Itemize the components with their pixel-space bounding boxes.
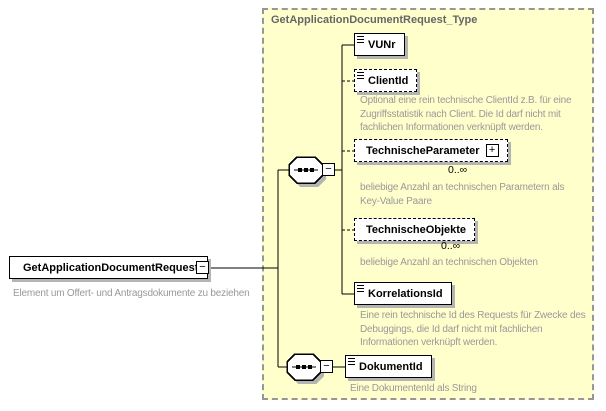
text-lines-icon xyxy=(357,72,364,80)
collapse-icon[interactable]: − xyxy=(196,261,209,274)
text-lines-icon xyxy=(348,358,355,366)
text-lines-icon xyxy=(357,285,364,293)
element-name: VUNr xyxy=(368,38,396,51)
element-name: DokumentId xyxy=(359,360,423,373)
element-box-getapplicationdocumentrequest[interactable]: GetApplicationDocumentRequest xyxy=(9,256,208,279)
element-name: GetApplicationDocumentRequest xyxy=(23,261,199,274)
annotation-text: Eine DokumentenId als String xyxy=(350,383,477,394)
type-container: GetApplicationDocumentRequest_Type xyxy=(262,8,594,400)
sequence-compositor-icon[interactable] xyxy=(289,157,323,183)
annotation-text: beliebige Anzahl an technischen Paramete… xyxy=(360,182,565,207)
element-box-technischeparameter[interactable]: TechnischeParameter + xyxy=(354,139,508,162)
text-lines-icon xyxy=(357,36,364,44)
element-box-dokumentid[interactable]: DokumentId xyxy=(345,355,432,378)
annotation-text: Element um Offert- und Antragsdokumente … xyxy=(13,288,250,299)
occurrence-label: 0..∞ xyxy=(441,240,461,252)
sequence-compositor-icon[interactable] xyxy=(287,354,321,380)
annotation-text: beliebige Anzahl an technischen Objekten xyxy=(360,257,538,268)
expand-icon[interactable]: + xyxy=(485,144,499,157)
occurrence-label: 0..∞ xyxy=(448,164,468,176)
element-box-technischeobjekte[interactable]: TechnischeObjekte xyxy=(354,218,476,241)
element-box-vunr[interactable]: VUNr xyxy=(354,33,405,56)
element-name: ClientId xyxy=(368,74,409,87)
element-name: TechnischeObjekte xyxy=(366,223,467,236)
element-name: KorrelationsId xyxy=(368,287,443,300)
element-box-korrelationsid[interactable]: KorrelationsId xyxy=(354,282,452,305)
annotation-text: Eine rein technische Id des Requests für… xyxy=(360,310,586,348)
type-box-title: GetApplicationDocumentRequest_Type xyxy=(271,14,478,26)
element-name: TechnischeParameter xyxy=(366,144,480,157)
annotation-text: Optional eine rein technische ClientId z… xyxy=(360,95,572,133)
element-box-clientid[interactable]: ClientId xyxy=(354,69,418,92)
collapse-icon[interactable]: − xyxy=(320,360,333,373)
collapse-icon[interactable]: − xyxy=(322,163,335,176)
